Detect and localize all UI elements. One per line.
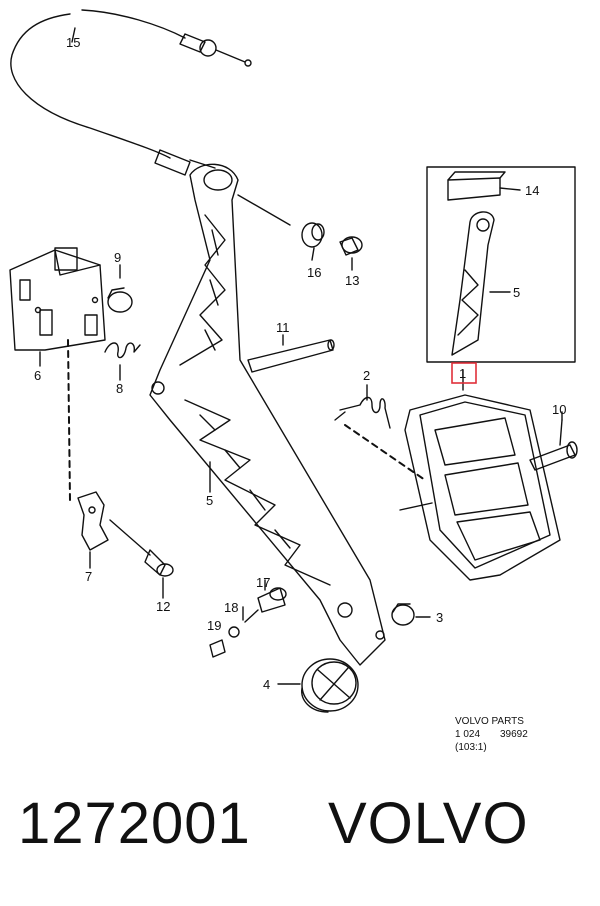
callout-4: 4 bbox=[263, 677, 270, 692]
stop-switch bbox=[209, 587, 287, 658]
callout-15: 15 bbox=[66, 35, 80, 50]
callout-7: 7 bbox=[85, 569, 92, 584]
callout-16: 16 bbox=[307, 265, 321, 280]
spring bbox=[104, 342, 141, 359]
pin bbox=[529, 419, 578, 471]
callout-18: 18 bbox=[224, 600, 238, 615]
callout-1: 1 bbox=[459, 366, 466, 381]
caption: 1272001 VOLVO bbox=[0, 790, 600, 880]
bushing-small bbox=[301, 222, 325, 248]
stamp-line2: 1 024 bbox=[455, 729, 480, 740]
callout-2: 2 bbox=[363, 368, 370, 383]
stud-bolt bbox=[339, 236, 363, 256]
callout-10: 10 bbox=[552, 402, 566, 417]
detail-inset bbox=[426, 166, 576, 363]
bushing bbox=[107, 287, 133, 313]
callout-13: 13 bbox=[345, 273, 359, 288]
parts-diagram: 15 9 14 5 16 13 11 2 1 10 6 8 5 7 12 17 … bbox=[9, 9, 578, 753]
callout-17: 17 bbox=[256, 575, 270, 590]
brand-name: VOLVO bbox=[328, 791, 529, 856]
throttle-cable bbox=[10, 9, 291, 226]
callout-5-inset: 5 bbox=[513, 285, 520, 300]
highlight-box bbox=[451, 362, 477, 384]
callout-14: 14 bbox=[525, 183, 539, 198]
callout-5: 5 bbox=[206, 493, 213, 508]
return-spring bbox=[334, 396, 391, 429]
grommet bbox=[301, 658, 359, 713]
callout-6: 6 bbox=[34, 368, 41, 383]
pedal-arm bbox=[149, 163, 386, 666]
callout-11: 11 bbox=[276, 320, 290, 335]
callout-19: 19 bbox=[207, 618, 221, 633]
callout-12: 12 bbox=[156, 599, 170, 614]
stamp-line1: VOLVO PARTS bbox=[455, 716, 524, 727]
mounting-bracket bbox=[9, 247, 106, 351]
part-number: 1272001 bbox=[18, 791, 251, 856]
pedal-pad bbox=[399, 394, 561, 581]
callout-9: 9 bbox=[114, 250, 121, 265]
clip bbox=[77, 491, 109, 551]
callout-3: 3 bbox=[436, 610, 443, 625]
bolt bbox=[109, 519, 174, 577]
callout-8: 8 bbox=[116, 381, 123, 396]
pivot-rod bbox=[247, 339, 335, 373]
stamp-line2b: 39692 bbox=[500, 729, 528, 740]
cap bbox=[391, 603, 415, 626]
stamp-line3: (103:1) bbox=[455, 742, 487, 753]
